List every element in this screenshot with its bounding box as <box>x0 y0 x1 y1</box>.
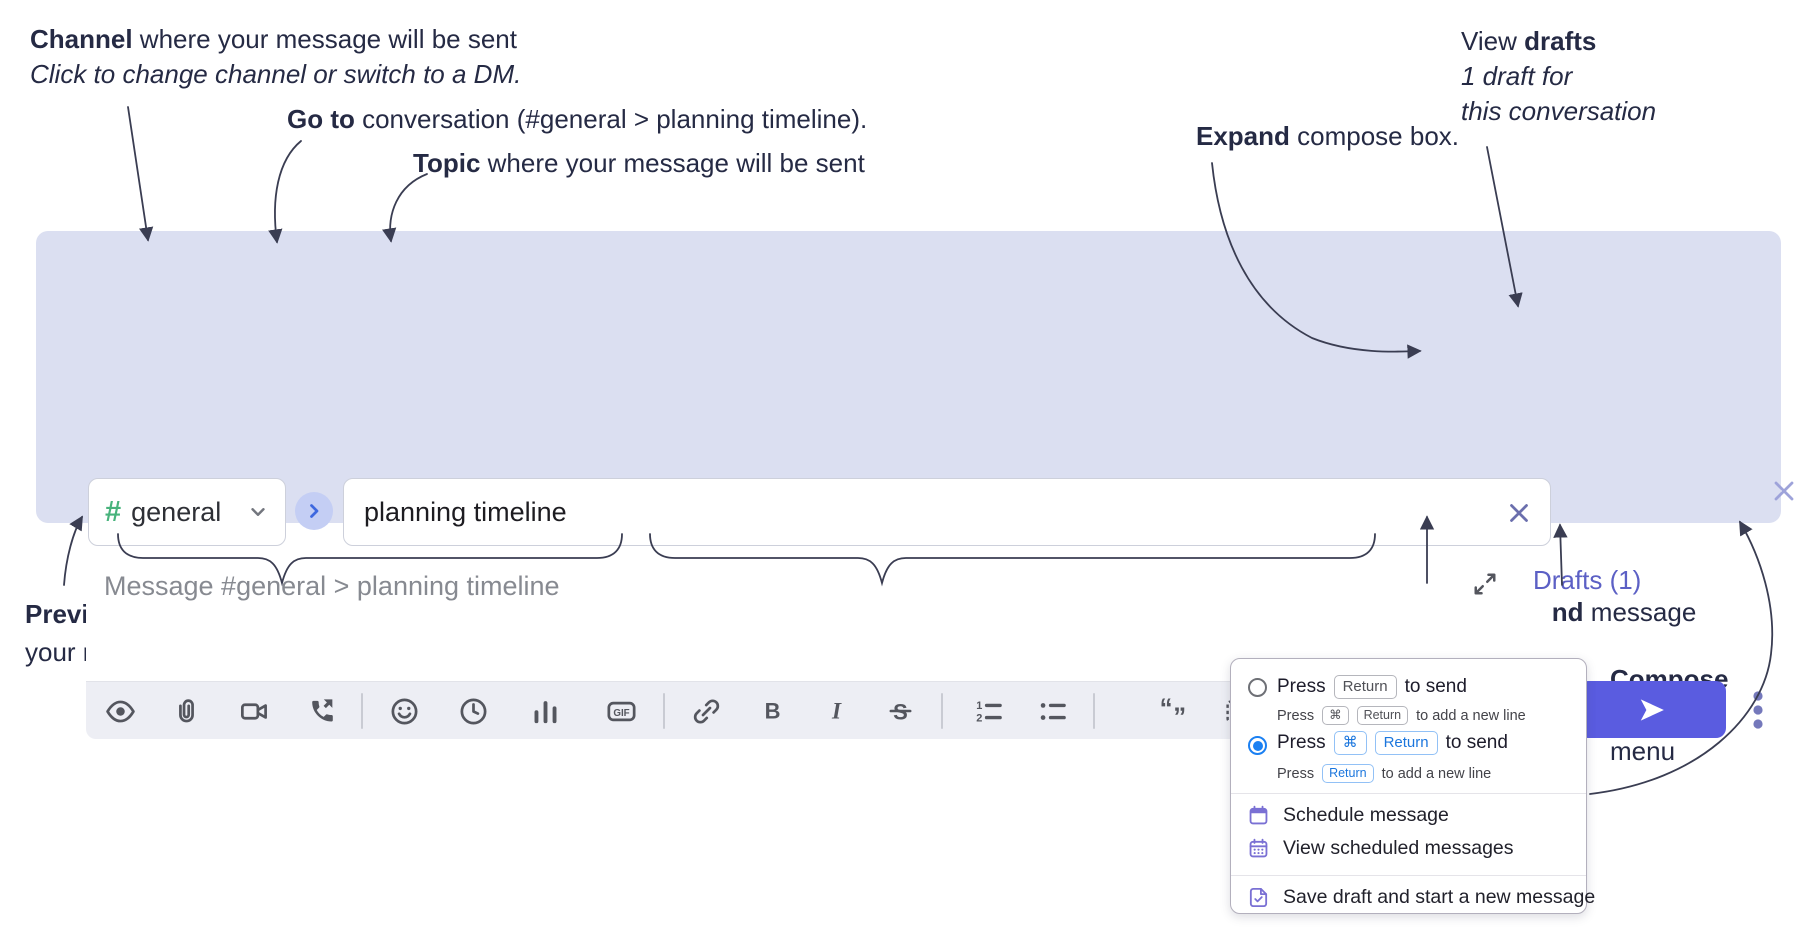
toolbar-divider <box>941 693 943 729</box>
goto-leader-line <box>268 140 302 244</box>
return-key: Return <box>1356 706 1409 725</box>
option-return-sub: Press ⌘ Return to add a new line <box>1277 706 1526 725</box>
view-scheduled-messages-item[interactable]: View scheduled messages <box>1247 837 1514 860</box>
recent-button[interactable] <box>450 688 496 734</box>
send-icon <box>1640 698 1664 721</box>
channel-note: Channel where your message will be sent … <box>30 22 521 92</box>
toolbar-divider <box>361 693 363 729</box>
option-cmd-return-main[interactable]: Press ⌘ Return to send <box>1277 731 1508 755</box>
svg-text:“: “ <box>1159 696 1172 723</box>
cmd-key: ⌘ <box>1333 731 1367 755</box>
topic-input[interactable] <box>344 479 1550 545</box>
ordered-list-icon: 12 <box>976 700 1002 724</box>
drafts-note-line2: 1 draft for <box>1461 61 1573 91</box>
link-button[interactable] <box>683 688 729 734</box>
return-key: Return <box>1322 764 1374 783</box>
compose-options-button[interactable] <box>1736 683 1780 737</box>
bullet-list-icon <box>1040 702 1066 720</box>
drafts-note-line1: View drafts <box>1461 26 1597 56</box>
svg-text:B: B <box>764 698 780 723</box>
strikethrough-icon: S <box>889 699 911 724</box>
svg-text:I: I <box>830 698 841 724</box>
topic-note: Topic where your message will be sent <box>413 148 865 178</box>
gif-icon: GIF <box>606 701 636 721</box>
audio-call-button[interactable] <box>298 688 344 734</box>
svg-text:GIF: GIF <box>613 707 629 718</box>
svg-text:”: ” <box>1173 703 1186 726</box>
italic-icon: I <box>830 698 841 724</box>
chevron-right-icon <box>310 504 319 518</box>
cmd-key: ⌘ <box>1322 706 1349 725</box>
preview-button[interactable] <box>97 688 143 734</box>
quote-button[interactable]: “” <box>1151 688 1197 734</box>
draft-check-icon <box>1249 887 1268 908</box>
close-compose-button[interactable] <box>1766 474 1802 510</box>
gif-button[interactable]: GIF <box>598 688 644 734</box>
save-draft-item[interactable]: Save draft and start a new message <box>1247 886 1595 909</box>
emoji-button[interactable] <box>381 688 427 734</box>
radio-cmd-return-to-send[interactable] <box>1248 736 1267 755</box>
return-key: Return <box>1374 731 1438 755</box>
video-camera-icon <box>240 702 267 720</box>
radio-return-to-send[interactable] <box>1248 678 1267 697</box>
paperclip-icon <box>178 698 194 722</box>
menu-divider <box>1231 793 1586 794</box>
video-clip-button[interactable] <box>231 688 277 734</box>
toolbar-divider <box>1093 693 1095 729</box>
expand-icon <box>1474 573 1496 595</box>
channel-selector-button[interactable]: # general <box>88 478 286 546</box>
close-icon <box>1510 504 1528 522</box>
calendar-dots-icon <box>1249 838 1268 858</box>
quote-icon: “” <box>1159 696 1186 727</box>
channel-note-line1: Channel where your message will be sent <box>30 24 517 54</box>
attach-file-button[interactable] <box>163 688 209 734</box>
poll-button[interactable] <box>522 688 568 734</box>
close-icon <box>1774 481 1794 500</box>
drafts-note-line3: this conversation <box>1461 96 1657 126</box>
bold-button[interactable]: B <box>749 688 795 734</box>
bold-icon: B <box>764 698 780 723</box>
eye-icon <box>105 700 135 722</box>
compose-box: # general <box>36 231 1794 739</box>
drafts-link[interactable]: Drafts (1) <box>1533 565 1642 595</box>
drafts-note: View drafts 1 draft for this conversatio… <box>1461 24 1656 129</box>
toolbar-divider <box>663 693 665 729</box>
svg-text:1: 1 <box>976 700 982 712</box>
clock-icon <box>460 698 486 724</box>
message-input[interactable] <box>104 571 1444 671</box>
option-return-main[interactable]: Press Return to send <box>1277 675 1467 699</box>
channel-name: general <box>131 496 222 527</box>
menu-divider <box>1231 875 1586 876</box>
expand-note: Expand compose box. <box>1196 121 1460 151</box>
channel-hash-icon: # <box>105 495 122 528</box>
svg-text:2: 2 <box>976 712 982 724</box>
compose-options-menu: Press Return to send Press ⌘ Return to a… <box>1230 658 1595 914</box>
chevron-down-icon <box>251 508 265 516</box>
bar-chart-icon <box>534 700 556 723</box>
goto-note: Go to conversation (#general > planning … <box>287 104 868 134</box>
channel-leader-line <box>127 106 154 242</box>
clear-topic-button[interactable] <box>1504 498 1534 528</box>
link-icon <box>693 698 719 724</box>
italic-button[interactable]: I <box>813 688 859 734</box>
strikethrough-button[interactable]: S <box>877 688 923 734</box>
expand-compose-button[interactable] <box>1469 569 1501 601</box>
calendar-icon <box>1249 805 1268 825</box>
channel-note-line2: Click to change channel or switch to a D… <box>30 59 522 89</box>
schedule-message-item[interactable]: Schedule message <box>1247 804 1449 827</box>
phone-call-icon <box>311 698 333 721</box>
send-button[interactable] <box>1578 681 1726 738</box>
return-key: Return <box>1333 675 1397 699</box>
go-to-conversation-button[interactable] <box>295 492 333 530</box>
emoji-smiley-icon <box>391 698 417 724</box>
topic-field-wrap <box>343 478 1551 546</box>
preview-leader-line <box>63 515 83 586</box>
option-cmd-return-sub: Press Return to add a new line <box>1277 764 1492 783</box>
kebab-menu-icon <box>1753 691 1763 729</box>
bullet-list-button[interactable] <box>1029 688 1075 734</box>
